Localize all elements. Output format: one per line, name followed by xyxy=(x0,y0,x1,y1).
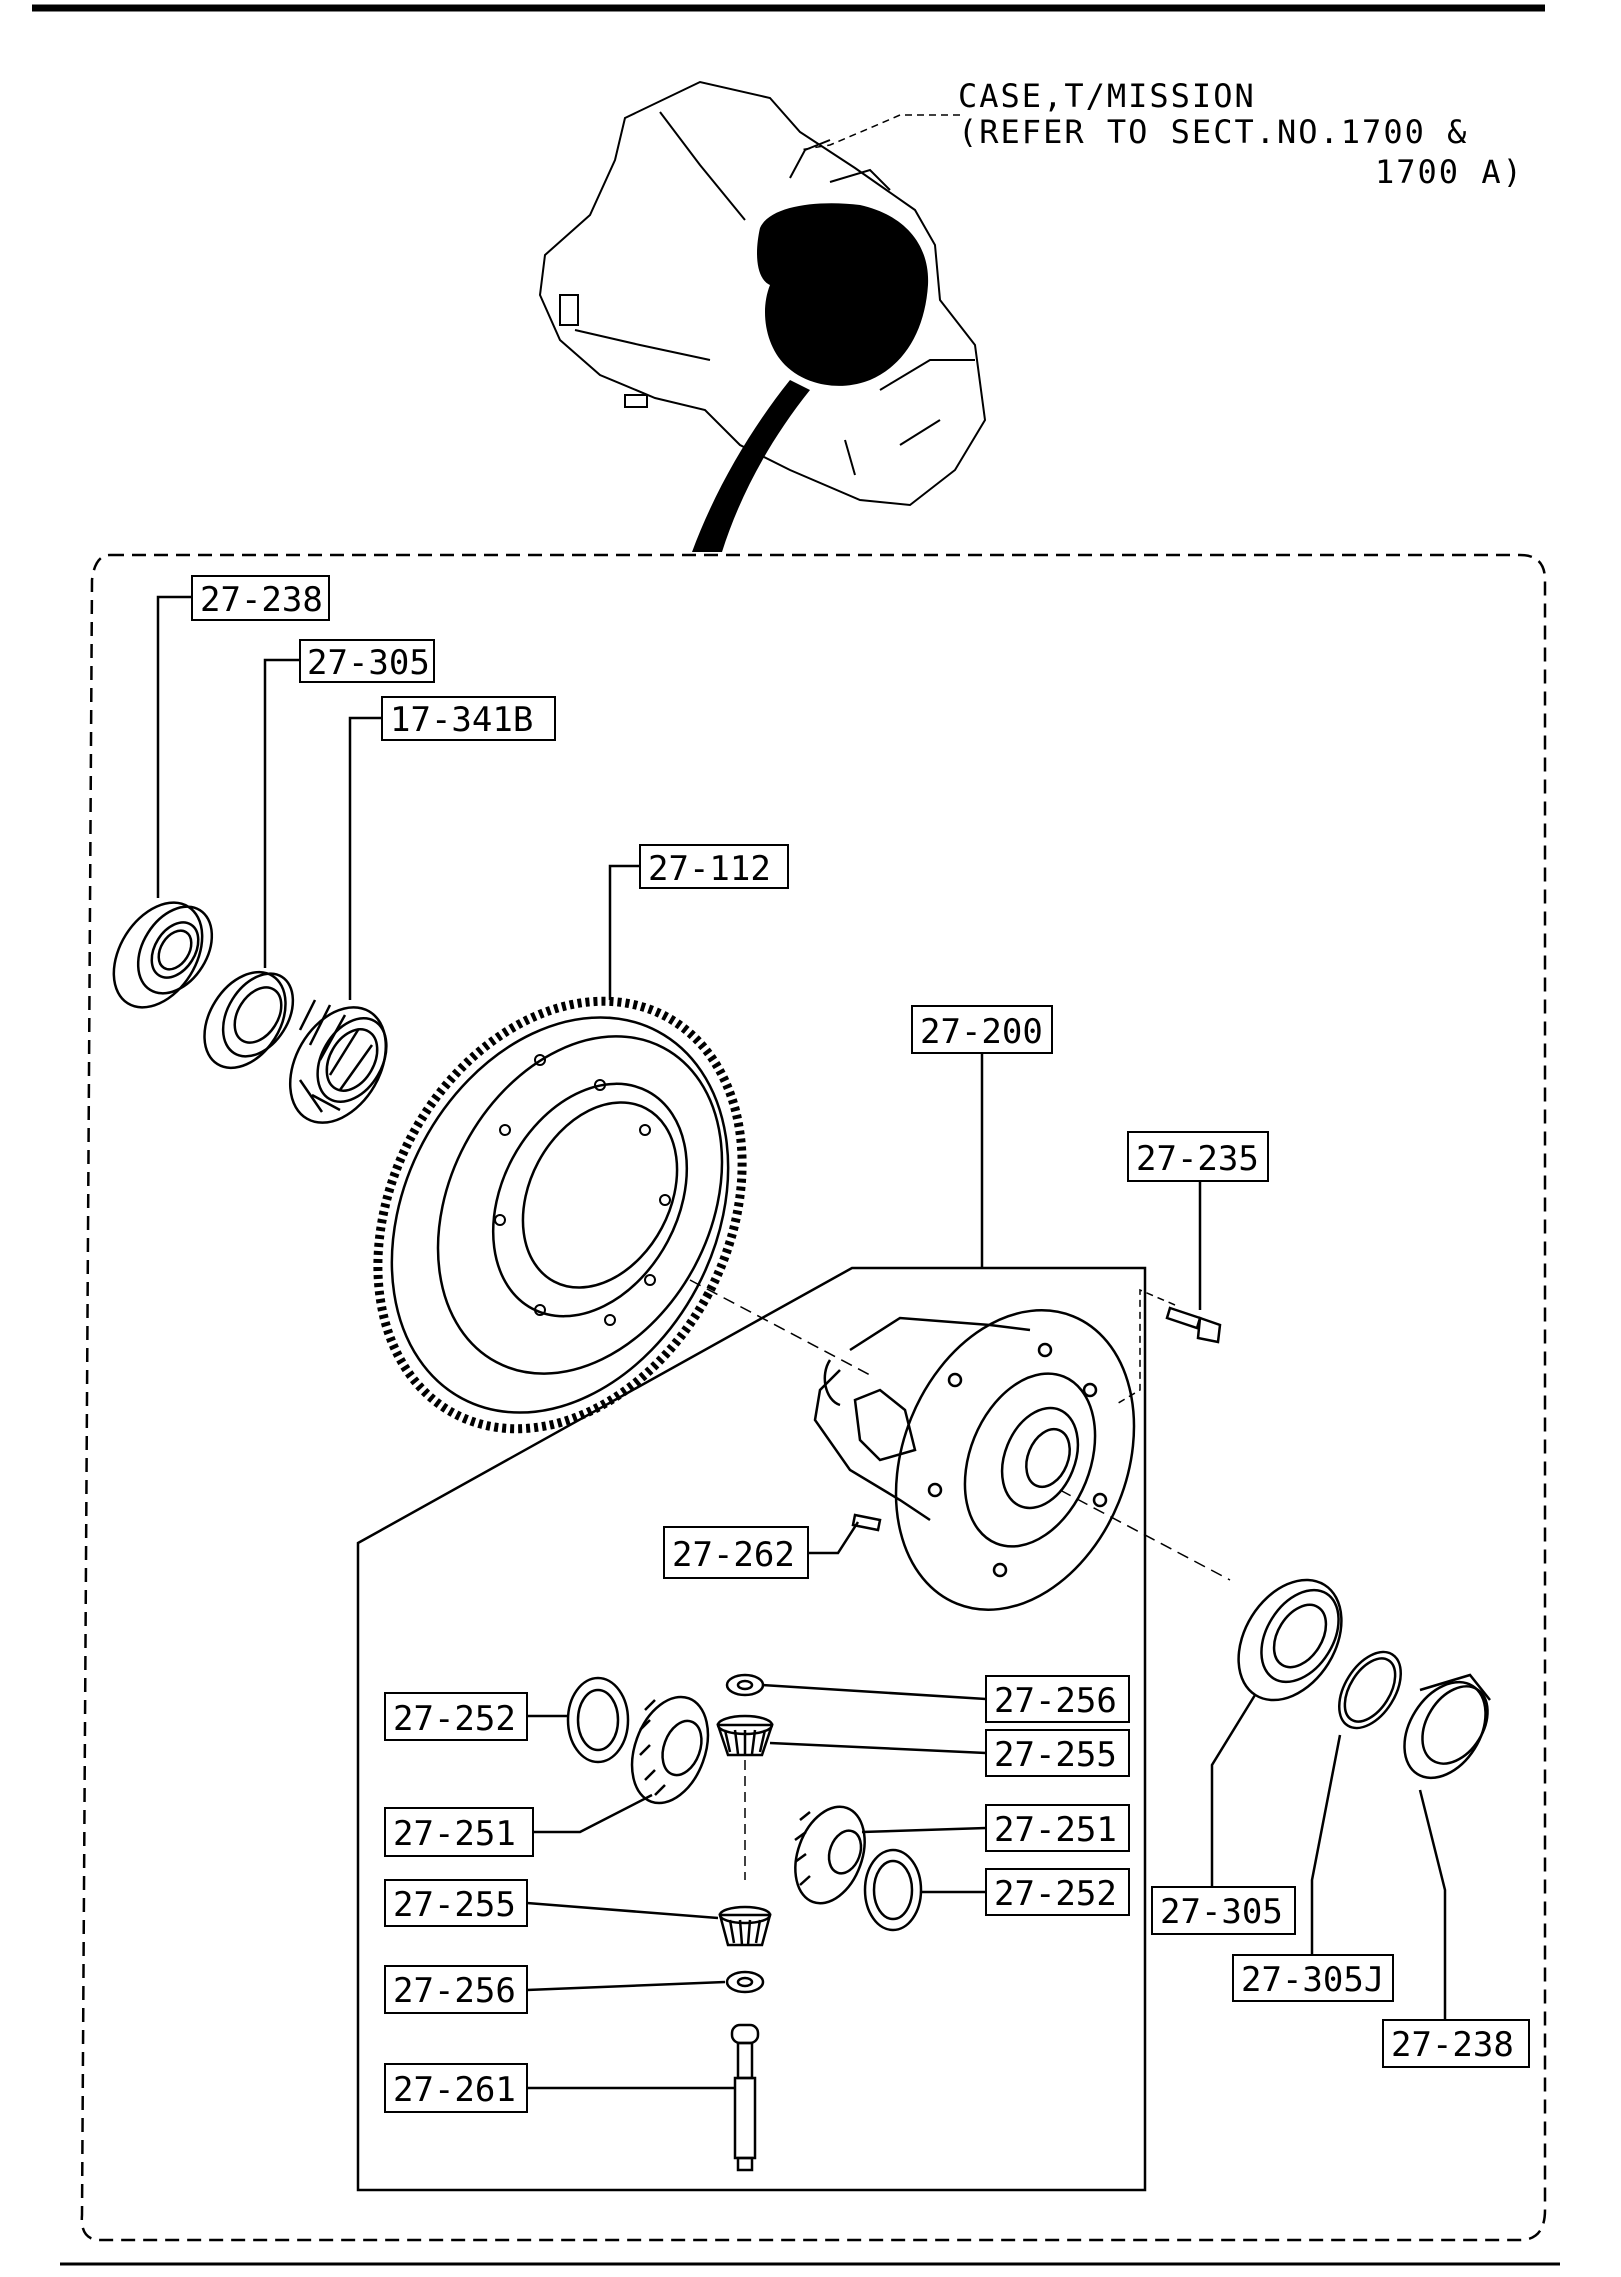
differential-case xyxy=(813,1309,1136,1611)
bolt-leader-dashed xyxy=(1114,1288,1176,1406)
callout-label: 27-305J xyxy=(1241,1960,1384,2000)
ring-gear xyxy=(373,996,747,1434)
callout-label: 27-112 xyxy=(648,849,771,889)
callout-17-341b: 17-341B xyxy=(381,696,556,741)
case-leader xyxy=(799,114,960,151)
callout-label: 27-238 xyxy=(1391,2025,1514,2065)
callout-27-305-top: 27-305 xyxy=(299,639,435,683)
callout-27-305-right: 27-305 xyxy=(1151,1886,1296,1935)
callout-label: 27-200 xyxy=(920,1012,1043,1052)
callout-27-252-right: 27-252 xyxy=(985,1868,1130,1916)
differential-subassembly-outline xyxy=(356,1266,1147,2192)
callout-27-262: 27-262 xyxy=(663,1526,809,1579)
callout-27-305j: 27-305J xyxy=(1232,1954,1394,2002)
assembly-boundary xyxy=(80,553,1547,2242)
leader-lines xyxy=(156,595,1447,2090)
callout-label: 27-238 xyxy=(200,580,323,620)
pinion-gear-bottom xyxy=(718,1905,772,1947)
axis-dashed-line xyxy=(689,1279,871,1376)
ring-gear-bolt xyxy=(1165,1306,1222,1344)
callout-label: 27-252 xyxy=(994,1874,1117,1914)
callout-label: 27-255 xyxy=(994,1735,1117,1775)
callout-label: 27-235 xyxy=(1136,1139,1259,1179)
bearing-left xyxy=(112,901,214,1009)
callout-27-255-top: 27-255 xyxy=(985,1729,1130,1777)
callout-label: 27-261 xyxy=(393,2070,516,2110)
callout-27-252-left: 27-252 xyxy=(384,1692,528,1741)
case-dark-opening xyxy=(692,203,929,552)
callout-27-251-left: 27-251 xyxy=(384,1807,534,1857)
callout-label: 27-251 xyxy=(393,1814,516,1854)
callout-label: 27-252 xyxy=(393,1699,516,1739)
speedometer-drive-gear xyxy=(288,999,388,1124)
callout-27-251-right: 27-251 xyxy=(985,1804,1130,1852)
callout-27-112: 27-112 xyxy=(639,844,789,889)
pinion-washer-bottom xyxy=(725,1970,765,1994)
callout-label: 17-341B xyxy=(390,700,533,740)
pinion-washer-top xyxy=(725,1673,765,1697)
callout-27-255-left: 27-255 xyxy=(384,1879,528,1927)
pinion-shaft xyxy=(730,2023,760,2172)
callout-label: 27-256 xyxy=(994,1681,1117,1721)
case-note-line1: CASE,T/MISSION xyxy=(958,77,1256,115)
shim-ring-left xyxy=(203,970,295,1070)
callout-label: 27-256 xyxy=(393,1971,516,2011)
case-note-line2: (REFER TO SECT.NO.1700 & xyxy=(958,113,1468,151)
callout-label: 27-305 xyxy=(307,643,430,683)
shim-right xyxy=(1338,1650,1402,1730)
pinion-gear-top xyxy=(716,1714,774,1757)
callout-label: 27-255 xyxy=(393,1885,516,1925)
side-gear-washer-right xyxy=(863,1848,923,1932)
callout-27-238-right: 27-238 xyxy=(1382,2019,1530,2068)
callout-27-256-left: 27-256 xyxy=(384,1965,528,2014)
callout-label: 27-262 xyxy=(672,1535,795,1575)
bearing-right xyxy=(1237,1578,1343,1702)
side-gear-right xyxy=(794,1805,866,1905)
side-gear-left xyxy=(630,1695,710,1805)
callout-27-200: 27-200 xyxy=(911,1005,1053,1054)
transmission-case xyxy=(538,80,987,507)
bearing-cup-right xyxy=(1403,1673,1491,1780)
callout-27-238-top: 27-238 xyxy=(191,575,330,621)
callout-label: 27-251 xyxy=(994,1810,1117,1850)
callout-27-235: 27-235 xyxy=(1127,1131,1269,1182)
lock-pin xyxy=(851,1513,882,1532)
callout-27-261: 27-261 xyxy=(384,2063,528,2113)
case-note-line3: 1700 A) xyxy=(1375,153,1524,191)
side-gear-washer-left xyxy=(566,1676,630,1764)
callout-label: 27-305 xyxy=(1160,1892,1283,1932)
axis-dashed-line-right xyxy=(1059,1489,1231,1581)
callout-27-256-top: 27-256 xyxy=(985,1675,1130,1723)
